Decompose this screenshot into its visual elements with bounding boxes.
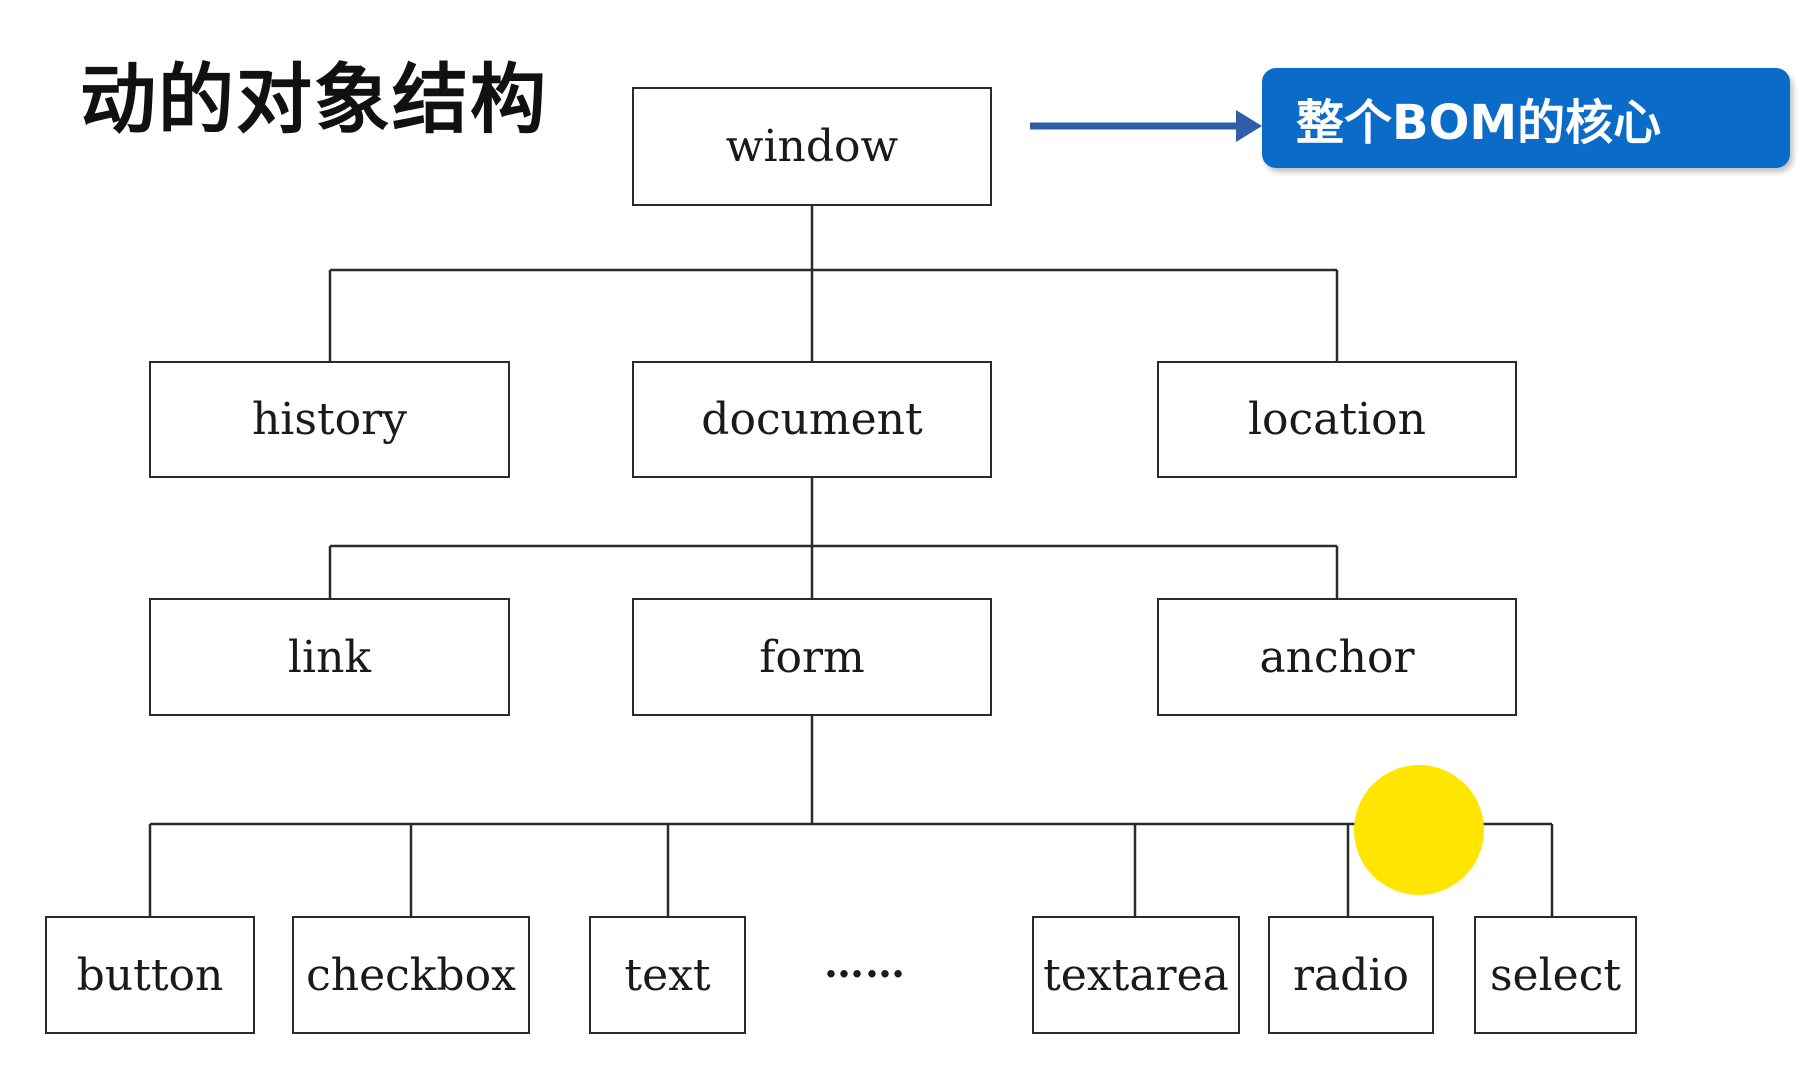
node-textarea: textarea	[1032, 916, 1240, 1034]
node-link: link	[149, 598, 510, 716]
node-button: button	[45, 916, 255, 1034]
cursor-highlight-dot	[1354, 765, 1484, 895]
node-text: text	[589, 916, 746, 1034]
node-select: select	[1474, 916, 1637, 1034]
callout-arrow	[1030, 110, 1262, 142]
node-checkbox: checkbox	[292, 916, 530, 1034]
node-anchor: anchor	[1157, 598, 1517, 716]
node-form: form	[632, 598, 992, 716]
node-window: window	[632, 87, 992, 206]
node-radio: radio	[1268, 916, 1434, 1034]
node-history: history	[149, 361, 510, 478]
node-ellipsis: ……	[824, 940, 906, 987]
node-document: document	[632, 361, 992, 478]
node-location: location	[1157, 361, 1517, 478]
bom-core-callout: 整个BOM的核心	[1262, 68, 1790, 168]
page-title: 动的对象结构	[80, 55, 548, 144]
